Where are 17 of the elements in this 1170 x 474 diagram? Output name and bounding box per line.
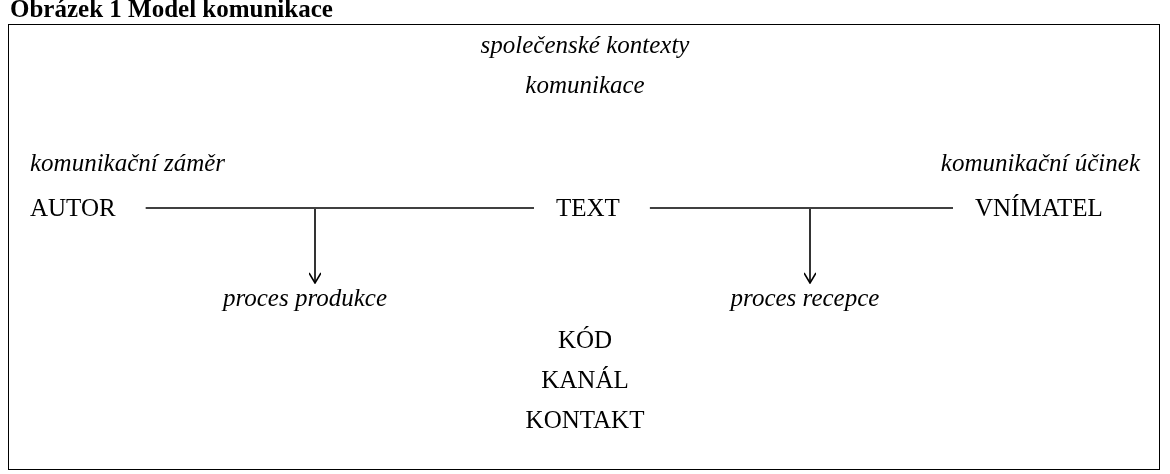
factor-label: KÓD (556, 325, 614, 355)
text-label: TEXT (556, 193, 620, 223)
receiver-label: VNÍMATEL (975, 193, 1103, 223)
annotation-text: komunikační záměr (30, 148, 226, 178)
arrow (307, 207, 322, 284)
process-label: proces produkce (205, 283, 405, 313)
figure-title: Obrázek 1 Model komunikace (10, 0, 333, 24)
context-heading: společenské kontexty komunikace (479, 30, 691, 100)
diagram-frame (8, 24, 1160, 470)
factor-label: KANÁL (540, 365, 630, 395)
connector-line (144, 206, 535, 209)
factor-label: KONTAKT (524, 405, 646, 435)
process-label: proces recepce (715, 283, 895, 313)
connector-line (648, 206, 954, 209)
author-label: AUTOR (30, 193, 116, 223)
arrow (802, 207, 817, 284)
annotation-text: komunikační účinek (939, 148, 1140, 178)
